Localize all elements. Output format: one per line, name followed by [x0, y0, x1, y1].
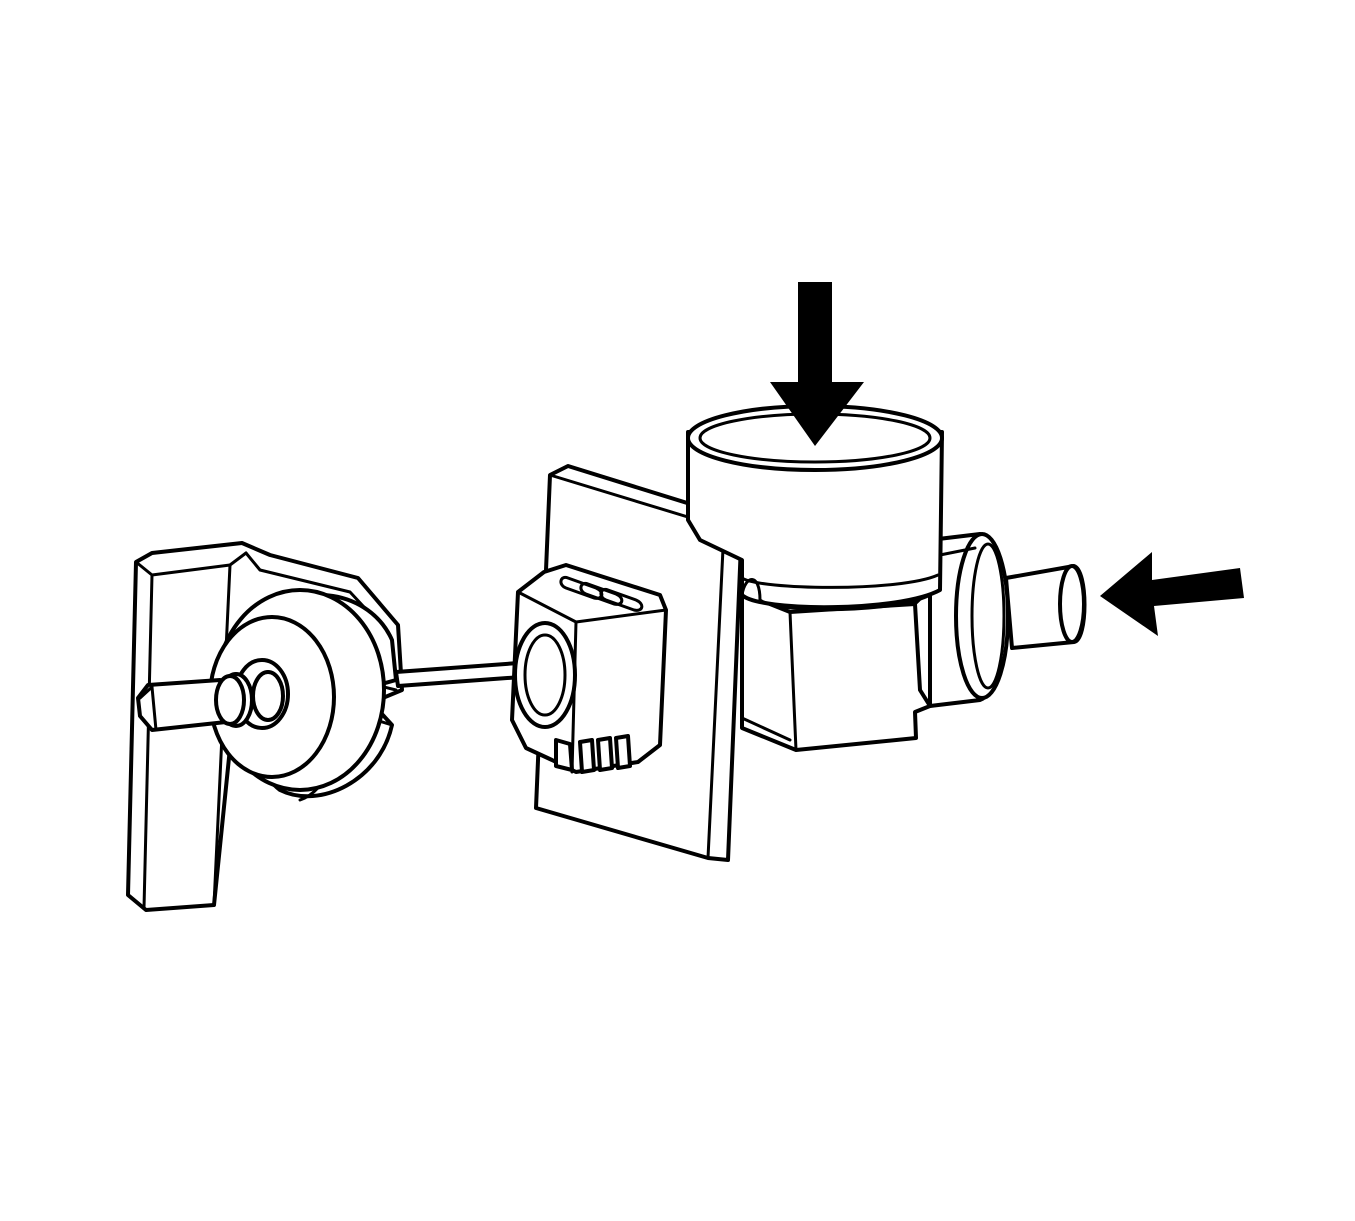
- reservoir-arrow: [770, 282, 864, 446]
- hex-bolt: [136, 672, 254, 732]
- electrical-connector: [510, 563, 668, 774]
- port-arrow: [1100, 552, 1244, 636]
- outlet-port: [1004, 564, 1087, 650]
